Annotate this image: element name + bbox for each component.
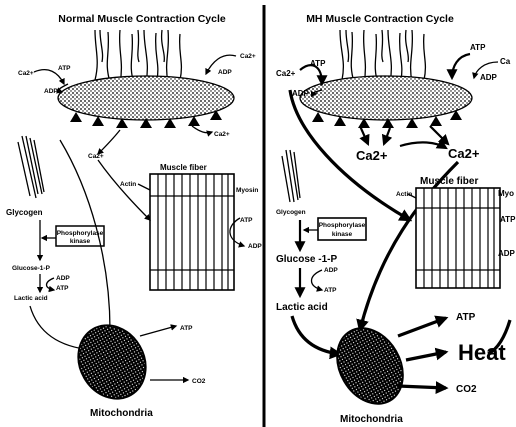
left-ca-right-top: Ca2+: [240, 53, 256, 60]
left-adp-glucose: ADP: [56, 275, 70, 282]
left-ca-left: Ca2+: [18, 70, 34, 77]
right-atp-top-left: ATP: [310, 59, 326, 68]
right-phosphorylase-line2: kinase: [332, 231, 353, 238]
right-glycogen-label: Glycogen: [276, 209, 306, 216]
left-myosin-label: Myosin: [236, 187, 258, 194]
left-actin-label: Actin: [120, 181, 136, 188]
right-atp-loop: [312, 270, 323, 290]
right-atp-glucose: ATP: [324, 287, 337, 294]
left-mitochondrion: [65, 313, 158, 411]
left-actin-pointer: [138, 184, 150, 190]
right-ca-release-arrows: [360, 126, 448, 148]
left-mito-atp-arrow: [140, 326, 176, 336]
left-adp-top: ADP: [44, 88, 58, 95]
right-atp-top-right: ATP: [470, 43, 486, 52]
right-mito-co2-arrow: [398, 386, 446, 388]
left-panel-title: Normal Muscle Contraction Cycle: [58, 13, 226, 25]
right-sarcoplasmic-reticulum: [300, 76, 472, 120]
right-mito-heat-arrow: [406, 352, 446, 360]
right-adp-top-left: ADP: [292, 89, 310, 98]
right-myosin-label: Myo: [498, 189, 514, 198]
left-atp-top: ATP: [58, 65, 71, 72]
left-atp-glucose: ATP: [56, 285, 69, 292]
right-phosphorylase-line1: Phosphorylase: [319, 222, 366, 229]
right-co2-mito: CO2: [456, 384, 477, 395]
left-glycogen-label: Glycogen: [6, 208, 43, 217]
left-muscle-fiber-label: Muscle fiber: [160, 163, 207, 172]
left-adp-right-top: ADP: [218, 69, 232, 76]
left-phosphorylase-line2: kinase: [70, 238, 91, 245]
right-adp-top-right: ADP: [480, 73, 498, 82]
right-atp-mito: ATP: [456, 312, 476, 323]
right-ca-edge: Ca: [500, 57, 511, 66]
right-muscle-fiber-label: Muscle fiber: [420, 176, 478, 187]
right-glucose-label: Glucose -1-P: [276, 254, 337, 265]
left-atp-fiber: ATP: [240, 217, 253, 224]
right-mitochondrion: [324, 316, 416, 415]
left-ca-bottom-right: Ca2+: [214, 131, 230, 138]
right-atp-fiber: ATP: [500, 215, 516, 224]
left-ca-mid: Ca2+: [88, 153, 104, 160]
left-sarcoplasmic-reticulum: [58, 76, 234, 120]
left-lactic-label: Lactic acid: [14, 295, 48, 302]
right-glycogen-strands: [282, 150, 300, 202]
right-panel: MH Muscle Contraction Cycle Ca2+ ATP ADP…: [276, 13, 516, 425]
left-mitochondria-label: Mitochondria: [90, 408, 153, 419]
left-adp-fiber: ADP: [248, 243, 262, 250]
left-ca-to-fiber: [98, 160, 150, 220]
right-mito-atp-arrow: [398, 318, 446, 336]
right-lactic-to-mito-arrow: [292, 316, 340, 354]
left-glucose-label: Glucose-1-P: [12, 265, 51, 272]
right-panel-title: MH Muscle Contraction Cycle: [306, 13, 454, 25]
left-panel: Normal Muscle Contraction Cycle Ca2+ ATP…: [6, 13, 262, 419]
left-atp-mito: ATP: [180, 325, 193, 332]
left-atp-loop: [47, 278, 55, 290]
right-ca-left: Ca2+: [276, 69, 296, 78]
left-co2-mito: CO2: [192, 378, 206, 385]
right-ca-big-left: Ca2+: [356, 148, 388, 163]
right-mitochondria-label: Mitochondria: [340, 414, 403, 425]
right-adp-fiber: ADP: [498, 249, 516, 258]
left-glycogen-strands: [18, 136, 44, 198]
right-ca-big-right: Ca2+: [448, 146, 480, 161]
right-lactic-label: Lactic acid: [276, 302, 328, 313]
right-adp-glucose: ADP: [324, 267, 338, 274]
